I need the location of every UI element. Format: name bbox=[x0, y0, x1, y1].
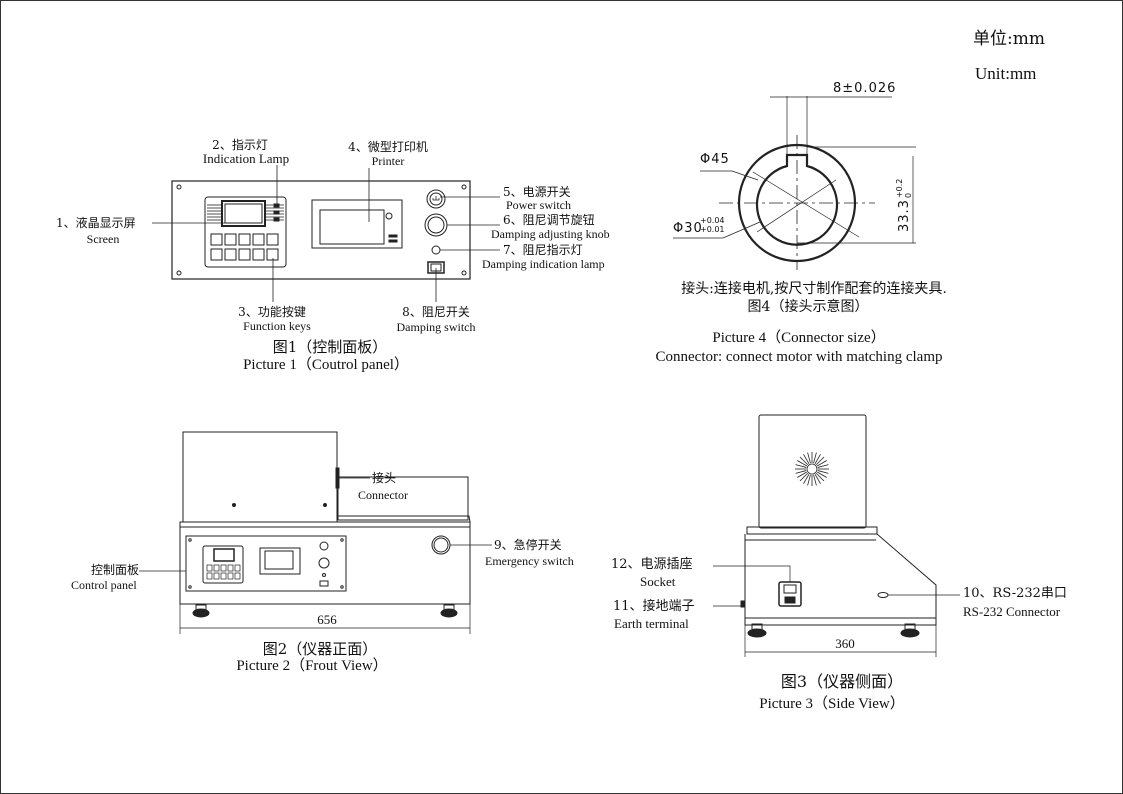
callout-earth-en: Earth terminal bbox=[614, 616, 689, 631]
fan-vent-slot bbox=[815, 456, 825, 466]
lcd-screen bbox=[221, 200, 266, 227]
callout-control-panel-cn: 控制面板 bbox=[90, 563, 139, 577]
callout-screen-cn: 1、液晶显示屏 bbox=[56, 216, 136, 230]
dim-inner-tolerance: +0.04 +0.01 bbox=[700, 216, 725, 234]
fan-vent-slot bbox=[799, 472, 809, 482]
callout-keys-cn: 3、功能按键 bbox=[238, 305, 306, 319]
fan-vent-slot bbox=[803, 454, 810, 465]
callout-keys-en: Function keys bbox=[243, 319, 311, 333]
dim-outer-diameter: Φ45 bbox=[700, 152, 730, 167]
fan-vent-slot bbox=[814, 454, 821, 465]
power-socket bbox=[778, 581, 802, 607]
callout-knob-cn: 6、阻尼调节旋钮 bbox=[503, 213, 595, 227]
inner-tol-lower: +0.01 bbox=[700, 225, 725, 234]
fan-vent-slot bbox=[814, 473, 821, 484]
fan-vent-slot bbox=[797, 460, 808, 467]
fan-vent-slot bbox=[817, 464, 829, 468]
callout-power-cn: 5、电源开关 bbox=[503, 185, 571, 199]
fan-vent-slot bbox=[797, 471, 808, 478]
height-value: 33.3 bbox=[896, 199, 912, 232]
side-view-drawing bbox=[713, 414, 960, 657]
callout-damp-switch-en: Damping switch bbox=[396, 320, 476, 334]
unit-label-cn: 单位:mm bbox=[973, 29, 1045, 49]
callout-power-en: Power switch bbox=[506, 198, 571, 212]
callout-earth-cn: 11、接地端子 bbox=[613, 599, 695, 614]
height-tol-upper: +0.2 bbox=[895, 178, 904, 199]
callout-rs232-en: RS-232 Connector bbox=[963, 604, 1061, 619]
callout-damp-switch-cn: 8、阻尼开关 bbox=[402, 305, 470, 319]
dim-key-width: 8±0.026 bbox=[833, 81, 897, 96]
fan-vent-slot bbox=[813, 452, 817, 464]
callout-lamp-en: Indication Lamp bbox=[202, 151, 290, 166]
callout-socket-en: Socket bbox=[640, 574, 676, 589]
fan-vent-slot bbox=[813, 474, 817, 486]
callout-connector-cn: 接头 bbox=[372, 471, 397, 485]
fan-vent bbox=[795, 452, 829, 486]
callout-rs232-cn: 10、RS-232串口 bbox=[963, 586, 1067, 601]
callout-lamp-cn: 2、指示灯 bbox=[212, 138, 268, 152]
side-width-dim: 360 bbox=[835, 636, 855, 651]
fan-vent-slot bbox=[799, 456, 809, 466]
dim-inner-diameter: Φ30 bbox=[673, 221, 703, 236]
callout-emergency-en: Emergency switch bbox=[485, 554, 574, 568]
fan-vent-slot bbox=[795, 464, 807, 468]
callout-printer-cn: 4、微型打印机 bbox=[348, 140, 428, 154]
picture2-caption-en: Picture 2（Frout View） bbox=[236, 658, 388, 674]
fan-vent-slot bbox=[816, 460, 827, 467]
callout-knob-en: Damping adjusting knob bbox=[491, 227, 610, 241]
damping-knob bbox=[424, 213, 448, 237]
picture2-caption-cn: 图2（仪器正面） bbox=[262, 640, 378, 658]
height-tol-lower: 0 bbox=[904, 192, 913, 199]
picture4-caption-en: Picture 4（Connector size） bbox=[712, 330, 886, 346]
fan-vent-slot bbox=[816, 471, 827, 478]
connector-drawing bbox=[673, 96, 916, 270]
fan-vent-slot bbox=[817, 470, 829, 474]
picture1-caption-en: Picture 1（Coutrol panel） bbox=[243, 357, 409, 373]
damping-lamp bbox=[431, 245, 441, 255]
fan-vent-slot bbox=[803, 473, 810, 484]
callout-damp-lamp-en: Damping indication lamp bbox=[482, 257, 605, 271]
fan-vent-slot bbox=[807, 452, 811, 464]
unit-label-en: Unit:mm bbox=[975, 64, 1037, 83]
picture3-caption-en: Picture 3（Side View） bbox=[759, 696, 905, 712]
picture3-caption-cn: 图3（仪器侧面） bbox=[780, 672, 904, 691]
fan-vent-slot bbox=[807, 474, 811, 486]
inner-tol-upper: +0.04 bbox=[700, 216, 725, 225]
function-keys bbox=[210, 233, 279, 261]
printer bbox=[311, 199, 403, 249]
callout-control-panel-en: Control panel bbox=[71, 578, 137, 592]
earth-terminal bbox=[740, 600, 746, 608]
indication-lamp bbox=[273, 203, 280, 222]
fan-vent-slot bbox=[815, 472, 825, 482]
picture4-caption-cn: 图4（接头示意图） bbox=[747, 299, 869, 315]
picture4-note-en: Connector: connect motor with matching c… bbox=[655, 349, 943, 365]
callout-screen-en: Screen bbox=[86, 232, 120, 246]
fan-vent-slot bbox=[795, 470, 807, 474]
callout-emergency-cn: 9、急停开关 bbox=[494, 538, 562, 552]
callout-printer-en: Printer bbox=[371, 154, 405, 168]
power-switch bbox=[426, 189, 446, 209]
front-view-drawing bbox=[139, 431, 492, 634]
callout-damp-lamp-cn: 7、阻尼指示灯 bbox=[503, 243, 583, 257]
control-panel-drawing bbox=[152, 165, 500, 302]
dim-height: 33.3 +0.2 0 bbox=[895, 179, 913, 232]
callout-connector-en: Connector bbox=[358, 488, 408, 502]
front-width-dim: 656 bbox=[317, 612, 337, 627]
callout-socket-cn: 12、电源插座 bbox=[611, 557, 693, 572]
picture1-caption-cn: 图1（控制面板） bbox=[272, 338, 388, 356]
picture4-note-cn: 接头:连接电机,按尺寸制作配套的连接夹具. bbox=[681, 281, 947, 297]
rs232-port bbox=[877, 592, 889, 598]
